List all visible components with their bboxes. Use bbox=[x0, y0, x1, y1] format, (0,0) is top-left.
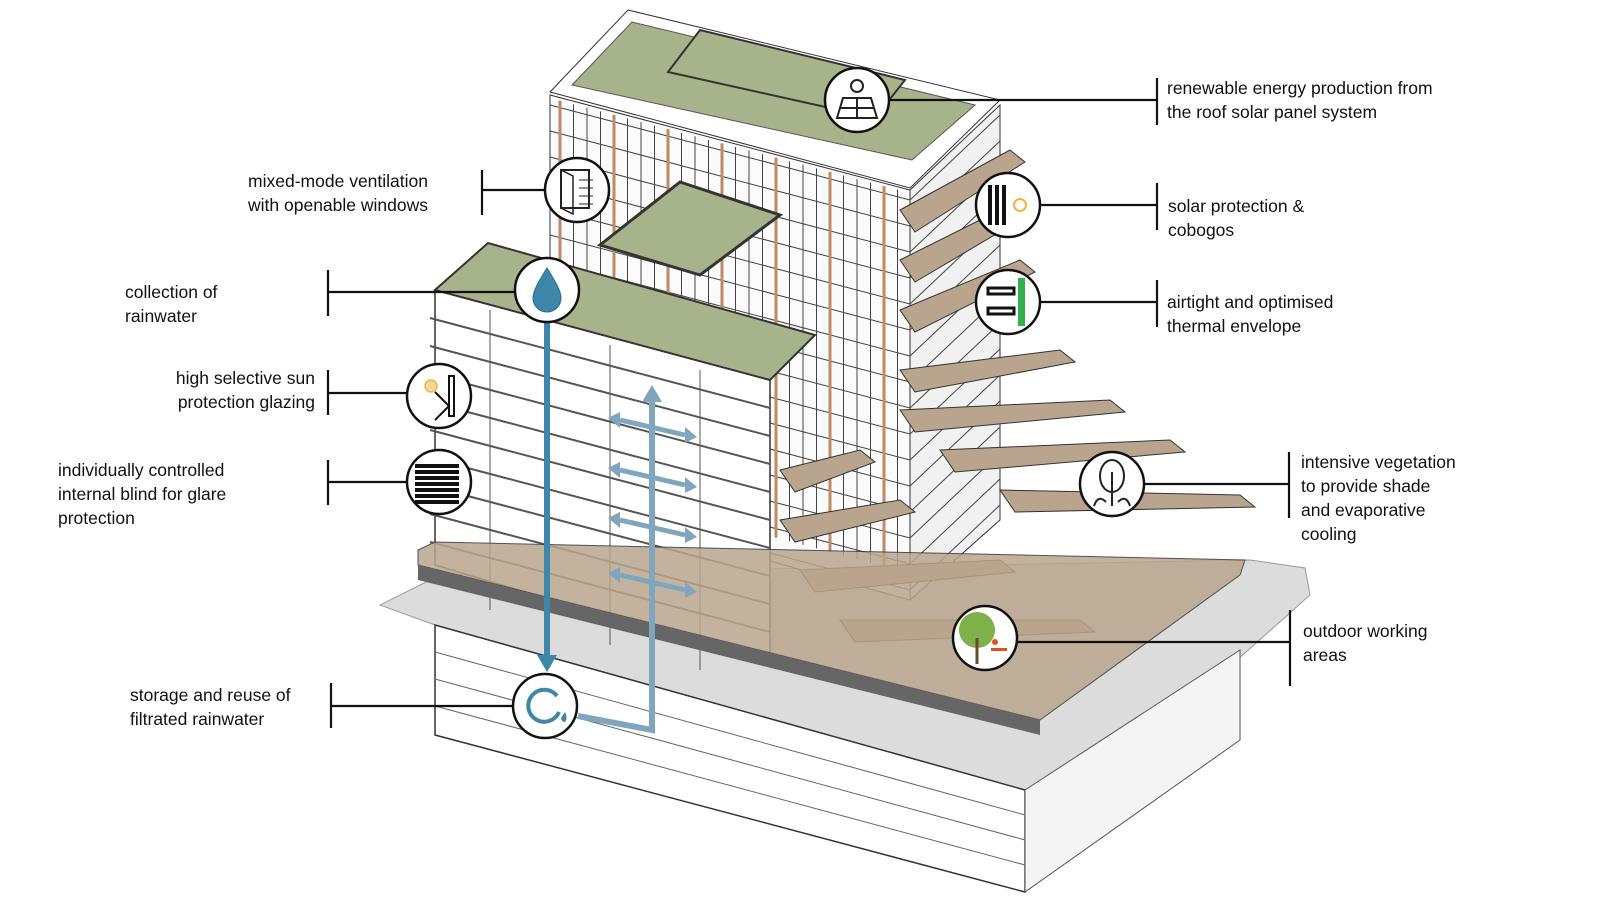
downpipe-arrowhead bbox=[537, 655, 557, 672]
tower-floor-line bbox=[549, 234, 911, 331]
air-flow-arrow bbox=[619, 417, 686, 438]
terrace-slab bbox=[939, 439, 1187, 473]
air-flow-arrow bbox=[619, 572, 686, 593]
recycle-water-icon bbox=[511, 672, 579, 740]
blind-icon bbox=[405, 448, 473, 516]
lower-floor-line bbox=[429, 373, 771, 465]
tower-floor-line bbox=[909, 478, 1001, 565]
tower-floor-line bbox=[549, 104, 911, 201]
wall bbox=[986, 286, 1016, 296]
lower-floor-line bbox=[429, 317, 771, 409]
air-flow-arrow bbox=[619, 517, 686, 538]
tree-icon bbox=[1078, 450, 1146, 518]
air-flow-arrowhead bbox=[685, 527, 697, 543]
tree bbox=[959, 612, 995, 648]
slat bbox=[415, 482, 459, 486]
wall bbox=[986, 306, 1016, 316]
louvre bbox=[995, 185, 999, 225]
panel bbox=[835, 97, 879, 119]
openable-window-icon bbox=[543, 156, 611, 224]
slat bbox=[415, 500, 459, 504]
tower-floor-line bbox=[549, 208, 911, 305]
sun bbox=[424, 379, 438, 393]
slat bbox=[415, 464, 459, 468]
louvre bbox=[988, 185, 992, 225]
podium-front bbox=[418, 565, 1040, 735]
sun bbox=[850, 79, 864, 93]
basement-side bbox=[1024, 649, 1241, 893]
slat bbox=[415, 488, 459, 492]
reuse-riser-pipe bbox=[577, 400, 655, 734]
riser-arrowhead bbox=[642, 385, 662, 402]
drop bbox=[561, 712, 567, 722]
air-flow-arrowhead bbox=[608, 462, 620, 478]
air-flow-arrowhead bbox=[685, 427, 697, 443]
drop bbox=[532, 267, 562, 313]
tower-floor-line bbox=[909, 114, 1001, 201]
leaves bbox=[1093, 497, 1131, 507]
sun bbox=[1013, 198, 1027, 212]
air-flow-arrowhead bbox=[685, 477, 697, 493]
ray bbox=[434, 391, 451, 421]
glass bbox=[448, 375, 455, 417]
air-flow-arrowhead bbox=[608, 567, 620, 583]
sun-glazing-icon bbox=[405, 362, 473, 430]
icon-circle bbox=[974, 171, 1042, 239]
terrace-slab bbox=[779, 449, 876, 493]
mid-block-roof bbox=[596, 180, 784, 277]
slat bbox=[415, 476, 459, 480]
air-flow-arrow bbox=[619, 467, 686, 488]
water-drop-icon bbox=[513, 256, 581, 324]
louvre bbox=[1002, 185, 1006, 225]
terrace-slab bbox=[899, 399, 1127, 433]
slat bbox=[415, 494, 459, 498]
icon-circle bbox=[974, 268, 1042, 336]
terrace-slab bbox=[899, 149, 1026, 233]
outdoor-seating-icon bbox=[951, 604, 1019, 672]
air-flow-arrowhead bbox=[685, 582, 697, 598]
label-cobogos: solar protection &cobogos bbox=[1168, 196, 1305, 240]
icon-circle bbox=[543, 156, 611, 224]
lower-floor-line bbox=[429, 401, 771, 493]
lower-floor-line bbox=[429, 457, 771, 549]
window-leaf bbox=[560, 168, 574, 216]
lower-floor-line bbox=[429, 429, 771, 521]
sun-louvre-icon bbox=[974, 171, 1042, 239]
icon-circle bbox=[511, 672, 579, 740]
terrace-slab bbox=[899, 349, 1077, 393]
wall-insulation-icon bbox=[974, 268, 1042, 336]
solar-panel-icon bbox=[823, 66, 891, 134]
air-flow-arrowhead bbox=[608, 512, 620, 528]
lower-floor-line bbox=[429, 345, 771, 437]
person bbox=[992, 639, 998, 645]
table bbox=[991, 648, 1007, 651]
air-flow-arrowhead bbox=[608, 412, 620, 428]
slat bbox=[415, 470, 459, 474]
insulation bbox=[1018, 278, 1025, 326]
cycle-arrow bbox=[526, 687, 561, 724]
terrace-slab bbox=[779, 499, 917, 543]
tower-floor-line bbox=[549, 130, 911, 227]
